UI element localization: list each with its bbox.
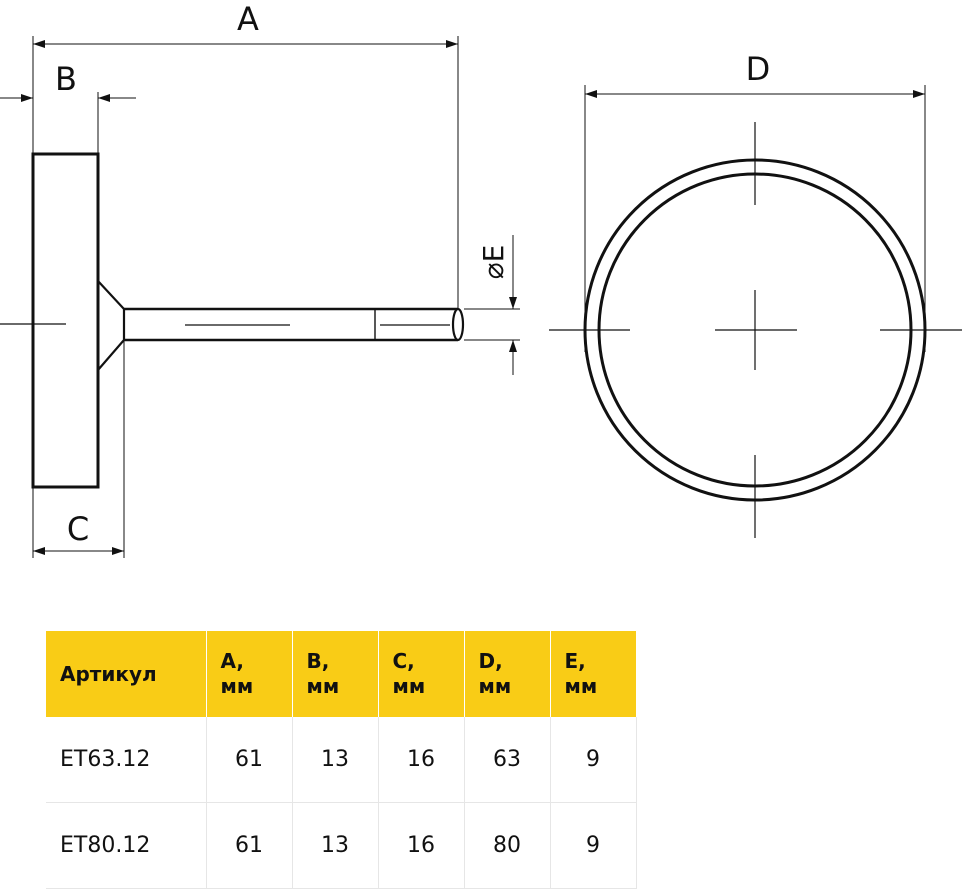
dim-label-a: A [237,0,259,38]
cell-b: 13 [292,717,379,803]
cell-a: 61 [206,802,293,889]
cell-d: 80 [464,802,551,889]
spec-table: Артикул A, мм B, мм C, мм D, мм E, мм ET… [46,631,637,889]
header-d: D, мм [464,631,551,717]
cell-a: 61 [206,717,293,803]
dim-label-b: B [55,60,77,98]
dim-label-e: ⌀E [477,245,510,280]
cone [97,280,126,371]
shaft-end [451,307,465,342]
cell-c: 16 [378,717,465,803]
cell-e: 9 [550,802,637,889]
header-e: E, мм [550,631,636,717]
cell-b: 13 [292,802,379,889]
base-plate [31,152,100,489]
header-c: C, мм [378,631,465,717]
front-view [549,85,962,538]
side-view [0,36,520,558]
header-b: B, мм [292,631,379,717]
header-a: A, мм [206,631,293,717]
table-header-row: Артикул A, мм B, мм C, мм D, мм E, мм [46,631,636,717]
cell-code: ET63.12 [46,717,207,803]
header-code: Артикул [46,631,207,717]
dim-label-c: C [67,510,89,548]
cell-c: 16 [378,802,465,889]
cell-code: ET80.12 [46,802,207,889]
technical-drawing: A B C ⌀E D [0,0,962,558]
cell-d: 63 [464,717,551,803]
dim-label-d: D [746,50,771,88]
table-row: ET63.12 61 13 16 63 9 [46,717,637,803]
cell-e: 9 [550,717,637,803]
table-row: ET80.12 61 13 16 80 9 [46,802,637,889]
